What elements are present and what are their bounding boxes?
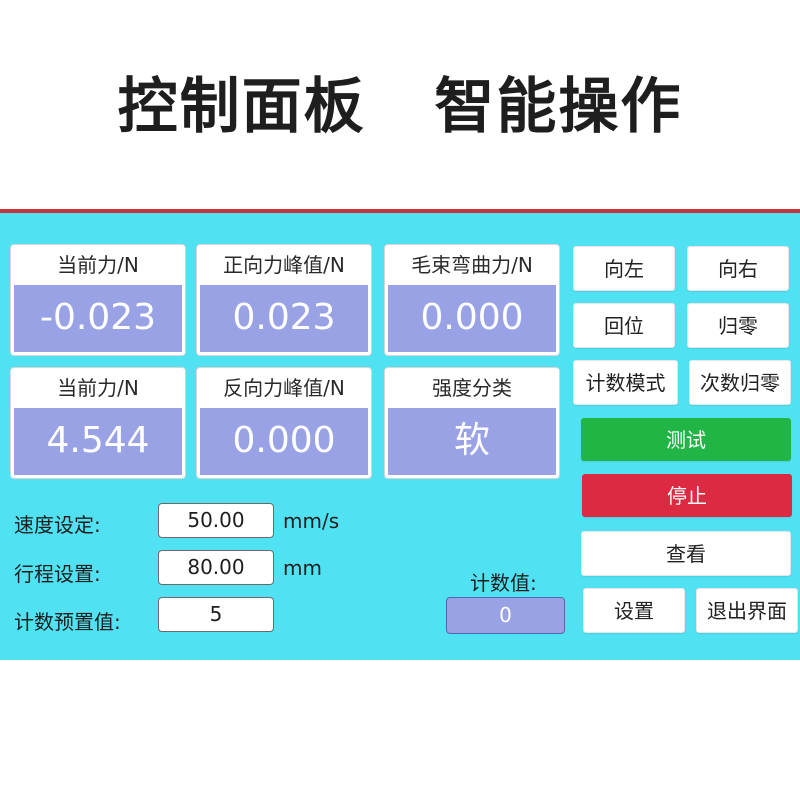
panel-top-line: [0, 209, 800, 213]
speed-unit: mm/s: [283, 509, 340, 533]
current-force-value: -0.023: [14, 285, 182, 352]
test-button[interactable]: 测试: [581, 418, 791, 461]
stroke-unit: mm: [283, 556, 322, 580]
forward-peak-value: 0.023: [200, 285, 368, 352]
stroke-label: 行程设置:: [14, 562, 101, 586]
view-button[interactable]: 查看: [581, 531, 791, 576]
reverse-peak-value: 0.000: [200, 408, 368, 475]
speed-input[interactable]: 50.00: [158, 503, 274, 538]
move-left-button[interactable]: 向左: [573, 246, 675, 291]
headline-title: 控制面板: [117, 72, 366, 142]
counter-label: 计数值:: [470, 571, 537, 595]
move-right-button[interactable]: 向右: [687, 246, 789, 291]
stroke-input[interactable]: 80.00: [158, 550, 274, 585]
settings-button[interactable]: 设置: [583, 588, 685, 633]
forward-peak-card: 正向力峰值/N 0.023: [196, 244, 372, 356]
page-headline: 控制面板 智能操作: [0, 58, 800, 145]
stop-button[interactable]: 停止: [582, 474, 792, 517]
current-force-title: 当前力/N: [57, 253, 139, 277]
reset-position-button[interactable]: 回位: [573, 303, 675, 348]
bristle-bend-value: 0.000: [388, 285, 556, 352]
current-force-2-card: 当前力/N 4.544: [10, 367, 186, 479]
reverse-peak-card: 反向力峰值/N 0.000: [196, 367, 372, 479]
headline-subtitle: 智能操作: [434, 72, 683, 142]
speed-label: 速度设定:: [14, 513, 101, 537]
strength-class-card: 强度分类 软: [384, 367, 560, 479]
zero-button[interactable]: 归零: [687, 303, 789, 348]
exit-button[interactable]: 退出界面: [696, 588, 798, 633]
count-mode-button[interactable]: 计数模式: [573, 360, 678, 405]
bristle-bend-title: 毛束弯曲力/N: [411, 253, 533, 277]
count-zero-button[interactable]: 次数归零: [689, 360, 791, 405]
preset-label: 计数预置值:: [14, 610, 121, 634]
bristle-bend-card: 毛束弯曲力/N 0.000: [384, 244, 560, 356]
counter-value: 0: [446, 597, 565, 634]
current-force-card: 当前力/N -0.023: [10, 244, 186, 356]
reverse-peak-title: 反向力峰值/N: [223, 376, 345, 400]
current-force-2-title: 当前力/N: [57, 376, 139, 400]
strength-class-value: 软: [388, 408, 556, 475]
current-force-2-value: 4.544: [14, 408, 182, 475]
forward-peak-title: 正向力峰值/N: [223, 253, 345, 277]
preset-input[interactable]: 5: [158, 597, 274, 632]
strength-class-title: 强度分类: [432, 376, 512, 400]
